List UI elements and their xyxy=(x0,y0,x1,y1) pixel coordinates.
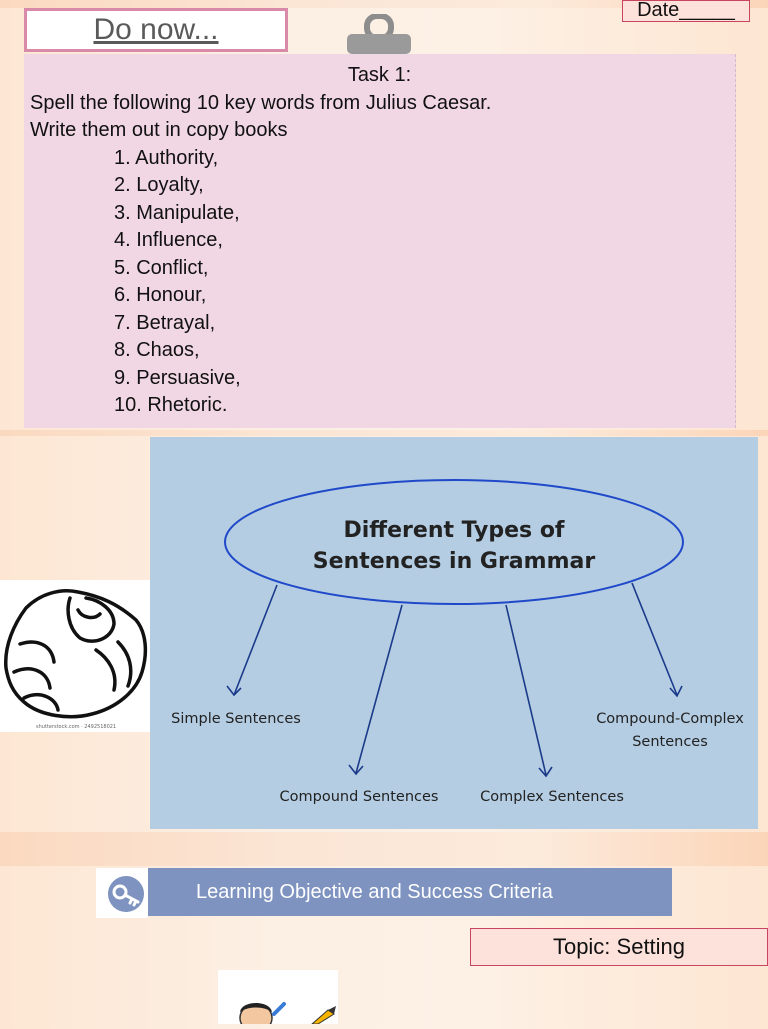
learning-objective-label: Learning Objective and Success Criteria xyxy=(196,881,553,903)
date-box: Date_____ xyxy=(622,0,750,22)
background-band xyxy=(0,430,768,436)
branch-label-compound-complex: Sentences xyxy=(632,734,708,750)
key-word-item: 3. Manipulate, xyxy=(114,201,240,224)
key-word-item: 6. Honour, xyxy=(114,284,207,306)
branch-arrow xyxy=(505,604,547,776)
do-now-label: Do now... xyxy=(93,13,219,46)
key-word-item: 9. Persuasive, xyxy=(114,366,241,389)
branch-label-compound: Compound Sentences xyxy=(280,789,439,805)
branch-label-complex: Complex Sentences xyxy=(480,789,624,805)
branch-arrow-head xyxy=(538,766,553,778)
branch-arrow xyxy=(355,604,403,774)
key-word-item: 7. Betrayal, xyxy=(114,311,216,334)
task-instruction: Spell the following 10 key words from Ju… xyxy=(30,91,492,114)
diagram-title-line: Sentences in Grammar xyxy=(313,549,596,574)
branch-arrow xyxy=(631,582,678,696)
key-word-item: 4. Influence, xyxy=(114,229,223,251)
topic-label: Topic: Setting xyxy=(552,934,686,959)
key-icon xyxy=(108,876,144,912)
task-instruction: Write them out in copy books xyxy=(30,119,288,141)
diagram-title-ellipse xyxy=(224,479,684,605)
background-band xyxy=(0,0,768,8)
task-card: Task 1: Spell the following 10 key words… xyxy=(24,54,736,428)
student-clipart-image xyxy=(218,970,338,1029)
branch-label-simple: Simple Sentences xyxy=(171,711,301,727)
pointing-hand-image: shutterstock.com · 2492518021 xyxy=(0,580,150,732)
branch-arrow xyxy=(233,584,278,696)
branch-arrow-head xyxy=(226,685,242,697)
sentence-types-diagram: Different Types of Sentences in Grammar … xyxy=(150,437,758,829)
key-word-item: 8. Chaos, xyxy=(114,339,200,361)
date-label: Date_____ xyxy=(637,0,735,21)
key-word-item: 2. Loyalty, xyxy=(114,174,204,196)
do-now-heading: Do now... xyxy=(24,8,288,52)
branch-arrow xyxy=(348,764,364,776)
topic-box: Topic: Setting xyxy=(470,928,768,966)
key-word-item: 1. Authority, xyxy=(114,146,219,169)
learning-objective-banner: Learning Objective and Success Criteria xyxy=(148,868,672,916)
key-word-list: 1. Authority, 2. Loyalty, 3. Manipulate,… xyxy=(30,145,729,420)
binder-clip-icon xyxy=(347,14,411,54)
diagram-title-line: Different Types of xyxy=(344,518,565,543)
image-credit: shutterstock.com · 2492518021 xyxy=(36,724,117,730)
key-word-item: 10. Rhetoric. xyxy=(114,394,228,416)
branch-label-compound-complex: Compound-Complex xyxy=(596,711,744,727)
branch-arrow-head xyxy=(669,685,683,698)
key-word-item: 5. Conflict, xyxy=(114,256,209,279)
student-with-pencil-icon xyxy=(239,1002,336,1029)
key-icon-tile xyxy=(96,868,148,918)
background-band xyxy=(0,832,768,866)
pointing-hand-icon xyxy=(4,589,148,719)
task-title: Task 1: xyxy=(347,64,412,86)
